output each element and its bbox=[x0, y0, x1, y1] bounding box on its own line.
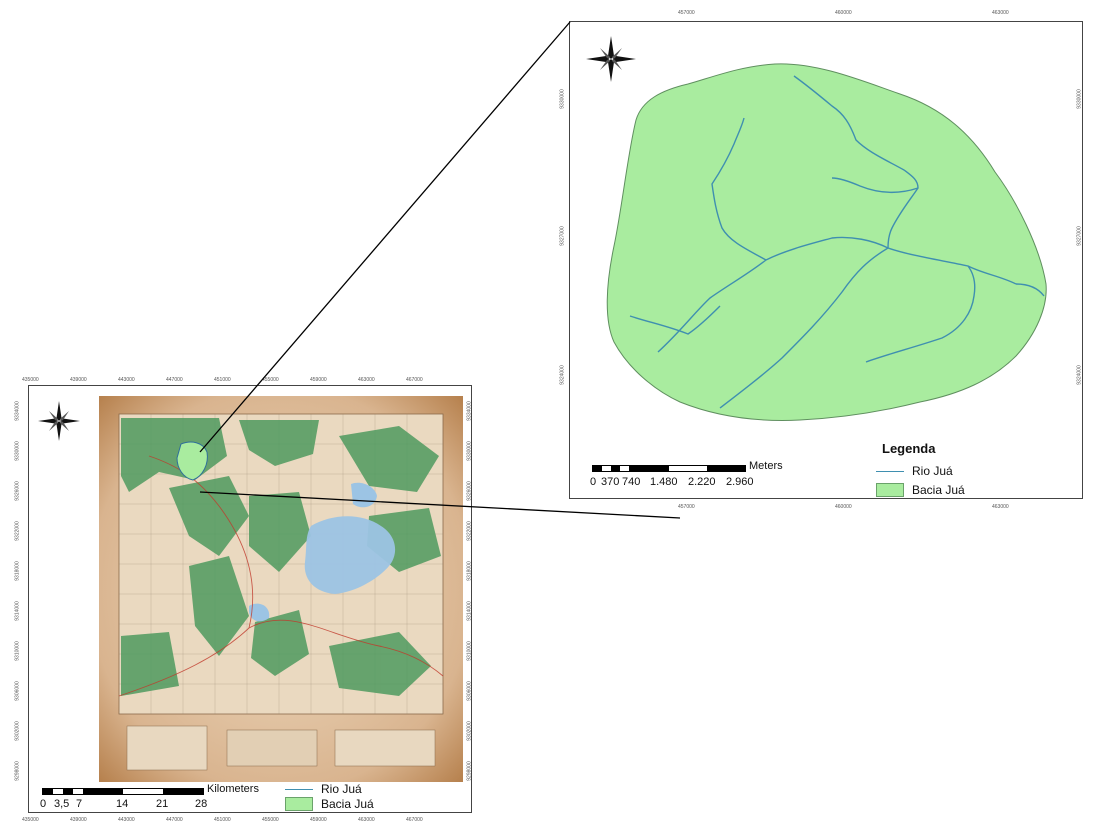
overview-scale-num-2: 7 bbox=[76, 798, 83, 810]
overview-right-tick-6: 9310000 bbox=[466, 641, 473, 661]
lake-shape bbox=[304, 516, 396, 594]
basin-map bbox=[606, 63, 1047, 421]
detail-legend-item-rio: Rio Juá bbox=[876, 464, 953, 478]
overview-top-tick-3: 447000 bbox=[166, 377, 183, 383]
basin-patch-swatch-icon bbox=[876, 483, 904, 497]
detail-left-tick-1: 9327000 bbox=[559, 226, 566, 246]
overview-left-tick-3: 9322000 bbox=[14, 521, 21, 541]
detail-scale-num-4: 2.220 bbox=[688, 476, 716, 488]
overview-bottom-tick-3: 447000 bbox=[166, 817, 183, 823]
overview-top-tick-4: 451000 bbox=[214, 377, 231, 383]
overview-left-tick-5: 9314000 bbox=[14, 601, 21, 621]
overview-right-tick-2: 9326000 bbox=[466, 481, 473, 501]
overview-left-tick-8: 9302000 bbox=[14, 721, 21, 741]
overview-scale-num-4: 21 bbox=[156, 798, 169, 810]
overview-legend-label-rio: Rio Juá bbox=[321, 782, 362, 796]
overview-left-tick-2: 9326000 bbox=[14, 481, 21, 501]
detail-scale-num-3: 1.480 bbox=[650, 476, 678, 488]
overview-top-tick-6: 459000 bbox=[310, 377, 327, 383]
detail-left-tick-0: 9330000 bbox=[559, 89, 566, 109]
river-line-swatch-icon bbox=[285, 788, 313, 790]
overview-left-tick-4: 9318000 bbox=[14, 561, 21, 581]
overview-right-tick-4: 9318000 bbox=[466, 561, 473, 581]
overview-top-tick-8: 467000 bbox=[406, 377, 423, 383]
detail-legend-title: Legenda bbox=[882, 441, 936, 456]
overview-right-tick-0: 9334000 bbox=[466, 401, 473, 421]
topographic-sheet bbox=[99, 396, 463, 782]
overview-top-tick-7: 463000 bbox=[358, 377, 375, 383]
overview-bottom-tick-5: 455000 bbox=[262, 817, 279, 823]
detail-scale-num-5: 2.960 bbox=[726, 476, 754, 488]
overview-scale-num-0: 0 bbox=[40, 798, 47, 810]
overview-top-tick-2: 443000 bbox=[118, 377, 135, 383]
overview-map-frame: Rio Juá Bacia Juá Kilometers 0 3,5 7 14 … bbox=[28, 385, 472, 813]
detail-right-tick-0: 9330000 bbox=[1076, 89, 1083, 109]
overview-right-tick-3: 9322000 bbox=[466, 521, 473, 541]
overview-bottom-tick-4: 451000 bbox=[214, 817, 231, 823]
detail-top-tick-0: 457000 bbox=[678, 10, 695, 16]
basin-patch-swatch-icon bbox=[285, 797, 313, 811]
overview-legend-item-bacia: Bacia Juá bbox=[285, 797, 374, 811]
detail-left-tick-2: 9324000 bbox=[559, 365, 566, 385]
detail-right-tick-2: 9324000 bbox=[1076, 365, 1083, 385]
overview-bottom-tick-7: 463000 bbox=[358, 817, 375, 823]
detail-bottom-tick-0: 457000 bbox=[678, 504, 695, 510]
detail-legend-label-bacia: Bacia Juá bbox=[912, 483, 965, 497]
bacia-jua-polygon bbox=[606, 63, 1047, 421]
detail-legend-item-bacia: Bacia Juá bbox=[876, 483, 965, 497]
detail-right-tick-1: 9327000 bbox=[1076, 226, 1083, 246]
overview-left-tick-9: 9298000 bbox=[14, 761, 21, 781]
detail-legend-label-rio: Rio Juá bbox=[912, 464, 953, 478]
detail-top-tick-1: 460000 bbox=[835, 10, 852, 16]
north-arrow-icon bbox=[586, 36, 636, 82]
overview-left-tick-6: 9310000 bbox=[14, 641, 21, 661]
detail-scale-num-0: 0 bbox=[590, 476, 597, 488]
overview-scalebar bbox=[42, 788, 204, 795]
overview-left-tick-1: 9330000 bbox=[14, 441, 21, 461]
overview-top-tick-5: 455000 bbox=[262, 377, 279, 383]
overview-right-tick-8: 9302000 bbox=[466, 721, 473, 741]
overview-right-tick-9: 9298000 bbox=[466, 761, 473, 781]
detail-bottom-tick-2: 463000 bbox=[992, 504, 1009, 510]
overview-scale-num-5: 28 bbox=[195, 798, 208, 810]
detail-scalebar bbox=[592, 465, 746, 472]
overview-bottom-tick-8: 467000 bbox=[406, 817, 423, 823]
overview-bottom-tick-0: 435000 bbox=[22, 817, 39, 823]
detail-map-frame: Legenda Rio Juá Bacia Juá Meters 0 370 7… bbox=[569, 21, 1083, 499]
overview-legend-item-rio: Rio Juá bbox=[285, 782, 362, 796]
rio-jua-network bbox=[629, 75, 1045, 409]
overview-left-tick-7: 9306000 bbox=[14, 681, 21, 701]
overview-right-tick-5: 9314000 bbox=[466, 601, 473, 621]
detail-bottom-tick-1: 460000 bbox=[835, 504, 852, 510]
overview-bottom-tick-6: 459000 bbox=[310, 817, 327, 823]
north-arrow-icon bbox=[38, 401, 80, 441]
overview-top-tick-1: 439000 bbox=[70, 377, 87, 383]
overview-right-tick-1: 9330000 bbox=[466, 441, 473, 461]
detail-scale-unit: Meters bbox=[749, 460, 783, 472]
overview-left-tick-0: 9334000 bbox=[14, 401, 21, 421]
detail-scale-num-1: 370 bbox=[601, 476, 620, 488]
overview-scale-num-3: 14 bbox=[116, 798, 129, 810]
detail-top-tick-2: 463000 bbox=[992, 10, 1009, 16]
river-line-swatch-icon bbox=[876, 470, 904, 472]
overview-scale-num-1: 3,5 bbox=[54, 798, 70, 810]
overview-bottom-tick-1: 439000 bbox=[70, 817, 87, 823]
overview-bottom-tick-2: 443000 bbox=[118, 817, 135, 823]
detail-scale-num-2: 740 bbox=[622, 476, 641, 488]
overview-legend-label-bacia: Bacia Juá bbox=[321, 797, 374, 811]
overview-top-tick-0: 435000 bbox=[22, 377, 39, 383]
overview-right-tick-7: 9306000 bbox=[466, 681, 473, 701]
overview-scale-unit: Kilometers bbox=[207, 783, 259, 795]
